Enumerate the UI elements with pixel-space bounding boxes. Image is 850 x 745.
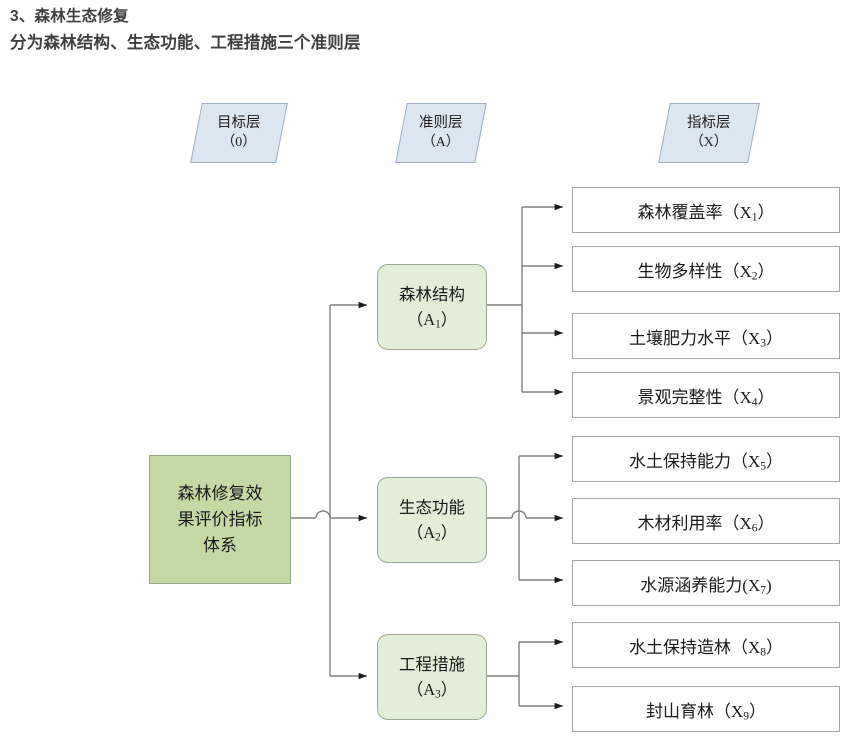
goal-node[interactable]: 森林修复效 果评价指标 体系 bbox=[149, 455, 291, 584]
criterion-node-a3-code: （A3） bbox=[406, 680, 458, 701]
indicator-node-x5-label: 水土保持能力（X5） bbox=[628, 451, 784, 473]
indicator-node-x2-label: 生物多样性（X2） bbox=[637, 261, 775, 283]
layer-header-goal-code: （0） bbox=[221, 135, 257, 150]
goal-node-line-1: 森林修复效 bbox=[177, 483, 263, 503]
criterion-node-a2-code: （A2） bbox=[406, 523, 458, 544]
indicator-node-x3-label: 土壤肥力水平（X3） bbox=[628, 328, 784, 350]
criterion-node-a1-label: 森林结构 bbox=[399, 285, 465, 304]
criterion-node-a1-code: （A1） bbox=[406, 310, 458, 331]
indicator-node-x8-label: 水土保持造林（X8） bbox=[628, 637, 784, 659]
indicator-node-x8[interactable]: 水土保持造林（X8） bbox=[572, 622, 840, 668]
layer-header-goal-title: 目标层 bbox=[217, 115, 261, 131]
layer-header-criteria: 准则层 （A） bbox=[395, 103, 487, 163]
goal-node-line-3: 体系 bbox=[203, 535, 237, 555]
layer-header-goal: 目标层 （0） bbox=[190, 103, 288, 163]
indicator-node-x3[interactable]: 土壤肥力水平（X3） bbox=[572, 313, 840, 359]
layer-header-index-code: （X） bbox=[689, 135, 729, 150]
indicator-node-x6-label: 木材利用率（X6） bbox=[637, 513, 775, 535]
indicator-node-x1-label: 森林覆盖率（X1） bbox=[637, 202, 775, 224]
indicator-node-x5[interactable]: 水土保持能力（X5） bbox=[572, 436, 840, 482]
criterion-node-a2[interactable]: 生态功能 （A2） bbox=[377, 477, 487, 563]
indicator-node-x2[interactable]: 生物多样性（X2） bbox=[572, 246, 840, 292]
indicator-node-x6[interactable]: 木材利用率（X6） bbox=[572, 498, 840, 544]
indicator-node-x9[interactable]: 封山育林（X9） bbox=[572, 686, 840, 732]
layer-header-index: 指标层 （X） bbox=[658, 103, 760, 163]
criterion-node-a3-label: 工程措施 bbox=[399, 655, 465, 674]
indicator-node-x4[interactable]: 景观完整性（X4） bbox=[572, 372, 840, 418]
layer-header-index-title: 指标层 bbox=[687, 115, 731, 131]
criterion-node-a1[interactable]: 森林结构 （A1） bbox=[377, 264, 487, 350]
goal-node-line-2: 果评价指标 bbox=[177, 509, 263, 529]
indicator-node-x1[interactable]: 森林覆盖率（X1） bbox=[572, 187, 840, 233]
layer-header-criteria-code: （A） bbox=[421, 135, 461, 150]
indicator-node-x7-label: 水源涵养能力(X7) bbox=[640, 575, 772, 597]
layer-header-criteria-title: 准则层 bbox=[419, 115, 463, 131]
indicator-node-x7[interactable]: 水源涵养能力(X7) bbox=[572, 560, 840, 606]
indicator-node-x9-label: 封山育林（X9） bbox=[645, 701, 767, 723]
heading-line-1: 3、森林生态修复 bbox=[10, 8, 129, 25]
heading-line-2: 分为森林结构、生态功能、工程措施三个准则层 bbox=[10, 34, 361, 52]
criterion-node-a2-label: 生态功能 bbox=[399, 498, 465, 517]
criterion-node-a3[interactable]: 工程措施 （A3） bbox=[377, 634, 487, 720]
indicator-node-x4-label: 景观完整性（X4） bbox=[637, 387, 775, 409]
heading-block: 3、森林生态修复 分为森林结构、生态功能、工程措施三个准则层 bbox=[10, 6, 710, 55]
